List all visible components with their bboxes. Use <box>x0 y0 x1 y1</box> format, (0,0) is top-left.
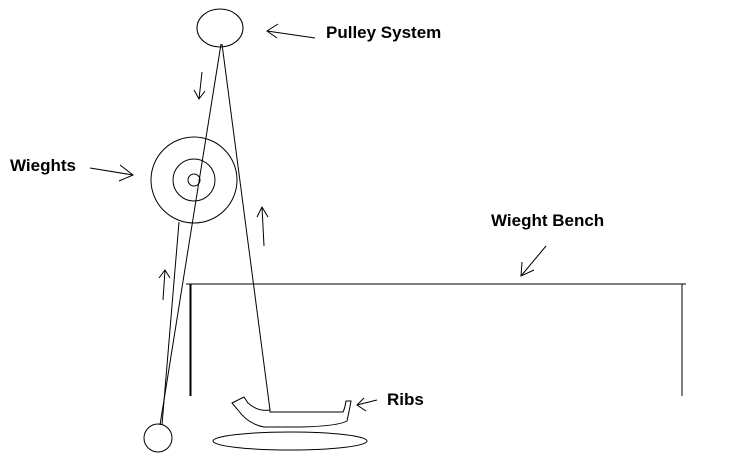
weight-bench <box>186 283 686 396</box>
bottom-handle <box>143 423 173 453</box>
pulley-wheel <box>196 8 244 48</box>
cable-weights <box>161 221 180 426</box>
weight-bench-label: Wieght Bench <box>491 211 604 230</box>
cable-right <box>221 43 271 411</box>
weight-plates <box>150 136 238 224</box>
cable-up-arrow-left <box>158 269 171 301</box>
cable-down-arrow <box>193 71 206 100</box>
ribs-pointer-arrow <box>356 397 378 412</box>
weights-label: Wieghts <box>10 156 76 175</box>
weights-pointer-arrow <box>89 164 134 182</box>
cable-up-arrow-right <box>256 205 269 247</box>
bench-pointer-arrow <box>520 245 547 277</box>
ribs-strap <box>212 396 368 451</box>
pulley-pointer-arrow <box>266 23 316 39</box>
cable-left <box>159 43 222 426</box>
pulley-system-label: Pulley System <box>326 23 441 42</box>
ribs-label: Ribs <box>387 390 424 409</box>
